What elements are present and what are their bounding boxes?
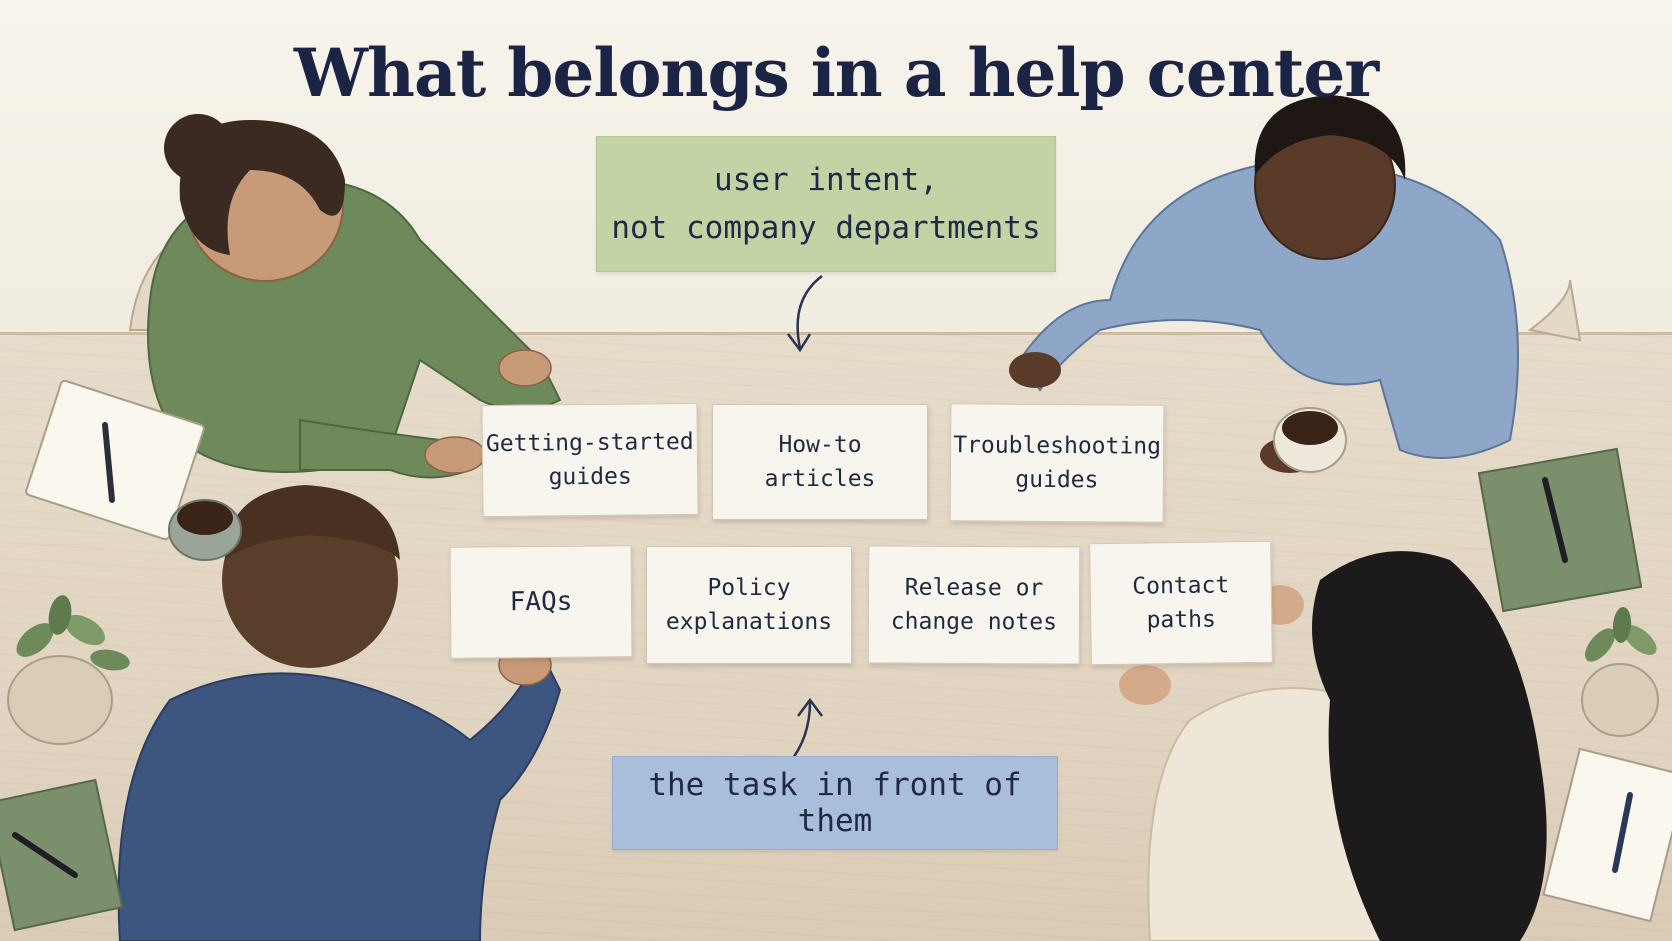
notebook-bottom-right <box>1542 747 1672 923</box>
long-dark-hair <box>1312 551 1547 941</box>
card-line: Release or <box>904 574 1044 602</box>
card-line: Troubleshooting <box>953 432 1162 460</box>
pen-left <box>102 422 115 503</box>
card-policy-explanations: Policy explanations <box>646 546 852 664</box>
card-line: Policy <box>707 575 791 601</box>
hair-bun <box>164 114 232 182</box>
green-book-right <box>1477 447 1643 613</box>
note-line: not company departments <box>611 210 1041 246</box>
hand-top-right-1 <box>1009 352 1061 388</box>
plant-right <box>1581 607 1659 737</box>
sticky-note-user-intent: user intent, not company departments <box>596 136 1056 272</box>
card-line: Contact <box>1132 572 1230 600</box>
pen-bottom-right <box>1612 792 1633 873</box>
card-line: Getting-started <box>485 428 694 458</box>
plant-left <box>7 595 130 745</box>
notebook-bottom-left <box>0 778 124 932</box>
card-line: How-to <box>778 432 862 458</box>
arrow-down-from-top-note <box>796 275 823 349</box>
hand-bottom-right-2 <box>1119 665 1171 705</box>
card-faqs: FAQs <box>449 545 633 659</box>
chair-top-right <box>1527 279 1582 342</box>
pen-right <box>1542 477 1568 563</box>
person-bottom-left <box>117 485 562 941</box>
card-contact-paths: Contact paths <box>1089 540 1273 666</box>
card-getting-started-guides: Getting-started guides <box>481 402 699 518</box>
note-line: the task in front of them <box>648 767 1022 839</box>
note-line: user intent, <box>714 162 938 198</box>
person-bottom-right <box>1119 551 1547 941</box>
coffee-mug-right <box>1273 407 1347 473</box>
card-release-or-change-notes: Release or change notes <box>867 545 1081 665</box>
hair-top-right <box>1254 95 1406 180</box>
arrow-up-head <box>797 697 823 717</box>
denim-shirt-body <box>117 647 562 941</box>
card-line: paths <box>1146 606 1217 634</box>
card-line: guides <box>548 463 632 491</box>
person-top-right <box>1009 95 1519 473</box>
card-line: change notes <box>890 608 1058 636</box>
hand-top-left-1 <box>498 349 552 387</box>
card-how-to-articles: How-to articles <box>712 404 928 520</box>
card-line: FAQs <box>509 586 573 618</box>
sticky-note-task: the task in front of them <box>612 756 1058 850</box>
card-troubleshooting-guides: Troubleshooting guides <box>949 403 1165 523</box>
page-title: What belongs in a help center <box>293 34 1379 112</box>
card-line: guides <box>1015 466 1099 494</box>
coffee-mug-left <box>168 499 242 561</box>
hair-bottom-left <box>225 485 400 560</box>
card-line: articles <box>764 466 876 492</box>
pen-bottom-left <box>12 832 78 878</box>
card-line: explanations <box>665 609 833 635</box>
hand-top-left-2 <box>424 436 486 474</box>
arrow-down-head <box>787 333 812 353</box>
notebook-left <box>25 379 205 541</box>
